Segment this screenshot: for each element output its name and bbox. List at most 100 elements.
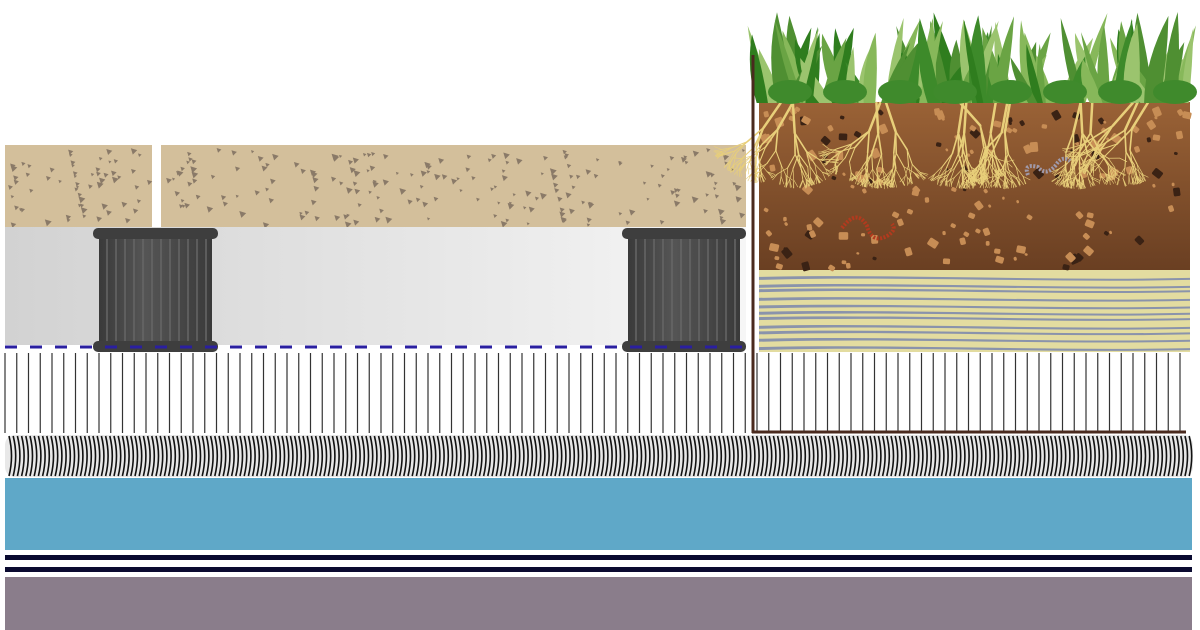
drainage-mat-fiber	[155, 435, 160, 477]
soil-particle	[877, 109, 884, 116]
grass-clump	[878, 80, 922, 104]
paver-fleck	[571, 185, 576, 190]
soil-particle	[1134, 235, 1145, 246]
paver-fleck	[70, 160, 76, 166]
drainage-mat-fiber	[537, 435, 542, 477]
soil-particle	[983, 188, 988, 194]
soil-particle	[1019, 120, 1025, 127]
drainage-mat-fiber	[92, 435, 97, 477]
paver-fleck	[427, 217, 431, 221]
paver-fleck	[181, 204, 186, 208]
drainage-mat-fiber	[613, 435, 618, 477]
root	[1000, 101, 1009, 134]
root	[1075, 178, 1080, 188]
drainage-mat-fiber	[545, 435, 550, 477]
root	[1051, 176, 1059, 183]
drainage-mat-fiber	[306, 435, 311, 477]
root	[981, 173, 985, 182]
drainage-mat-fiber	[671, 435, 676, 477]
soil-particle	[1041, 124, 1048, 129]
drainage-mat-fiber	[634, 435, 639, 477]
paver-fleck	[250, 150, 255, 154]
paver-fleck	[739, 212, 746, 219]
paver-right	[161, 145, 746, 227]
drainage-mat-fiber	[751, 435, 756, 477]
drainage-mat-fiber	[1054, 435, 1059, 477]
paver-fleck	[222, 201, 228, 207]
root	[1105, 173, 1110, 182]
drainage-mat-fiber	[646, 435, 651, 477]
soil-particle	[872, 256, 877, 261]
drainage-mat-fiber	[319, 435, 324, 477]
paver-fleck	[90, 172, 95, 177]
root	[854, 130, 871, 149]
root	[826, 148, 838, 153]
drainage-mat-fiber	[1167, 435, 1172, 477]
root	[1077, 152, 1089, 157]
root	[1099, 175, 1102, 185]
drainage-mat-fiber	[705, 435, 710, 477]
root	[1083, 180, 1085, 189]
root	[992, 167, 999, 178]
root	[755, 147, 761, 164]
paver-fleck	[71, 163, 75, 168]
drainage-mat-fiber	[100, 435, 105, 477]
root	[825, 158, 832, 165]
root	[1066, 153, 1075, 159]
root	[1002, 166, 1006, 179]
drainage-mat-fiber	[831, 435, 836, 477]
drainage-mat-fiber	[797, 435, 802, 477]
paver-fleck	[134, 185, 140, 190]
drainage-mat-fiber	[428, 435, 433, 477]
root	[813, 174, 818, 183]
root	[1116, 127, 1133, 145]
drainage-mat-fiber	[8, 435, 13, 477]
paver-fleck	[434, 173, 441, 181]
paver-fleck	[131, 168, 136, 174]
paver-fleck	[379, 208, 384, 214]
soil-particle	[801, 261, 811, 272]
root	[903, 166, 914, 173]
paver-fleck	[563, 155, 569, 160]
paver-fleck	[76, 185, 80, 189]
root	[798, 153, 802, 171]
root	[1133, 176, 1139, 184]
root	[800, 169, 807, 180]
paver-fleck	[629, 209, 636, 216]
root	[992, 179, 999, 187]
paver-fleck	[676, 188, 681, 193]
drainage-mat-fiber	[1049, 435, 1054, 477]
root	[876, 168, 878, 181]
drainage-mat-fiber	[1175, 435, 1180, 477]
root	[1136, 163, 1143, 175]
root	[808, 177, 811, 186]
root	[1004, 131, 1007, 155]
drainage-mat-fiber	[1146, 435, 1151, 477]
root	[866, 130, 871, 154]
root	[821, 148, 830, 153]
drainage-mat-fiber	[491, 435, 496, 477]
drainage-mat-fiber	[180, 435, 185, 477]
grass-blade	[1026, 43, 1043, 103]
paver-fleck	[586, 223, 591, 227]
root	[1131, 176, 1136, 185]
paver-fleck	[74, 187, 79, 192]
drainage-mat-fiber	[608, 435, 613, 477]
drainage-mat-fiber	[571, 435, 576, 477]
root	[934, 165, 944, 175]
drainage-mat-fiber	[96, 435, 101, 477]
root	[903, 166, 908, 178]
paver-fleck	[426, 170, 431, 174]
root	[814, 163, 818, 176]
paver-fleck	[503, 152, 510, 160]
root	[992, 178, 997, 187]
drainage-mat-fiber	[764, 435, 769, 477]
soil-particle	[1016, 200, 1020, 204]
paver-fleck	[576, 174, 581, 180]
drainage-mat-fiber	[71, 435, 76, 477]
grass-blade	[1144, 15, 1169, 103]
root	[793, 132, 800, 156]
sand-streak	[759, 346, 1190, 351]
drainage-mat-fiber	[88, 435, 93, 477]
paver-fleck	[58, 179, 62, 184]
